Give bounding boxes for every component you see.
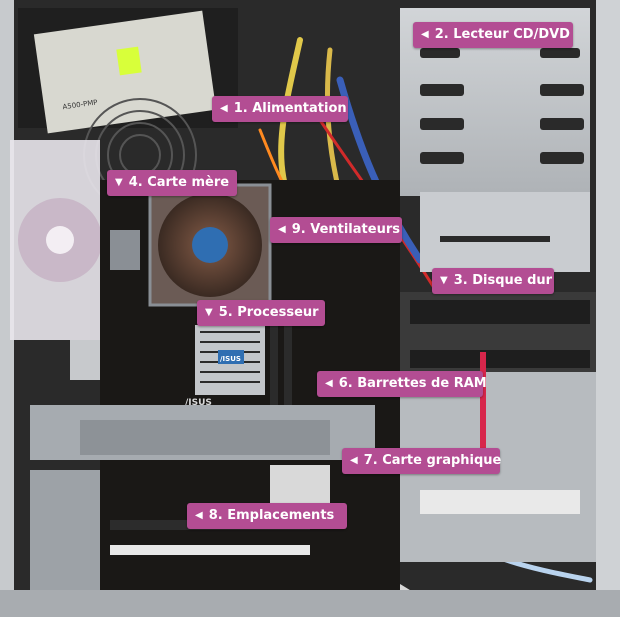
motherboard-brand: /ISUS bbox=[185, 398, 212, 408]
label-processeur: ▼5. Processeur bbox=[197, 300, 325, 326]
label-lecteur-cd-dvd: ◀2. Lecteur CD/DVD bbox=[413, 22, 573, 48]
heatsink-brand: /ISUS bbox=[220, 355, 241, 363]
label-alimentation: ◀1. Alimentation bbox=[212, 96, 348, 122]
hard-disk-cage bbox=[400, 292, 596, 562]
processor-heatsink: /ISUS bbox=[195, 325, 265, 395]
label-barrettes-de-ram: ◀6. Barrettes de RAM bbox=[317, 371, 487, 397]
left-arrow-icon: ◀ bbox=[220, 103, 228, 114]
left-arrow-icon: ◀ bbox=[325, 378, 333, 389]
label-ventilateurs: ◀9. Ventilateurs bbox=[270, 217, 402, 243]
left-arrow-icon: ◀ bbox=[278, 224, 286, 235]
case-fan bbox=[10, 140, 102, 340]
graphics-card bbox=[30, 405, 375, 505]
case-right-rail bbox=[596, 0, 620, 617]
cpu-fan bbox=[148, 183, 272, 307]
down-arrow-icon: ▼ bbox=[205, 307, 213, 318]
down-arrow-icon: ▼ bbox=[440, 275, 448, 286]
power-supply: A500-PMP bbox=[18, 8, 238, 212]
label-disque-dur: ▼3. Disque dur bbox=[432, 268, 554, 294]
label-emplacements: ◀8. Emplacements bbox=[187, 503, 347, 529]
label-carte-graphique: ◀7. Carte graphique bbox=[342, 448, 501, 474]
left-arrow-icon: ◀ bbox=[421, 29, 429, 40]
left-arrow-icon: ◀ bbox=[195, 510, 203, 521]
ram-modules bbox=[270, 320, 292, 430]
label-carte-mere: ▼4. Carte mère bbox=[107, 170, 237, 196]
left-arrow-icon: ◀ bbox=[350, 455, 358, 466]
down-arrow-icon: ▼ bbox=[115, 177, 123, 188]
